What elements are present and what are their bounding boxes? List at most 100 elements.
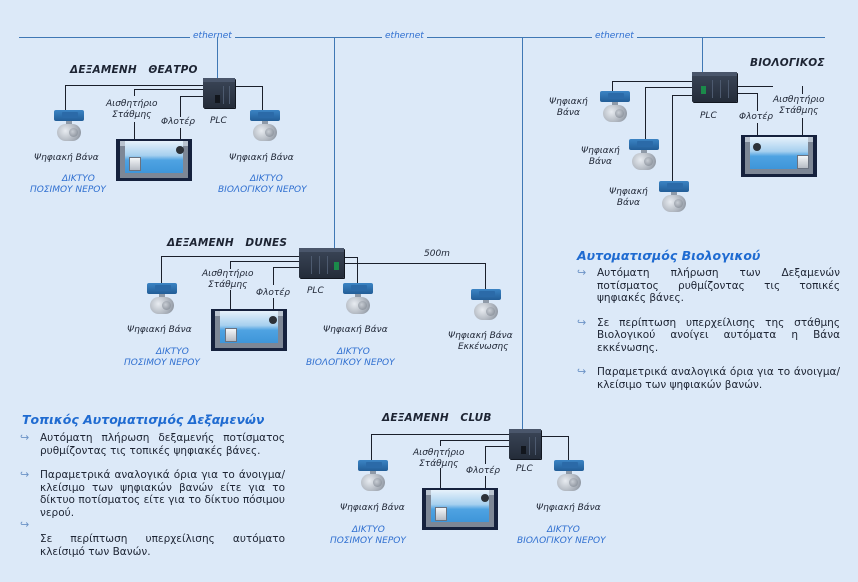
network-label: ΔΙΚΤΥΟ xyxy=(62,174,95,184)
network-label: ΔΙΚΤΥΟ xyxy=(352,525,385,535)
wire xyxy=(273,267,274,285)
bullet-item: ↪ Παραμετρικά αναλογικά όρια για το άνοιγ… xyxy=(575,365,840,391)
wire xyxy=(273,267,299,268)
plc-icon xyxy=(692,72,737,102)
level-sensor-icon xyxy=(435,507,447,521)
network-label: ΔΙΚΤΥΟ xyxy=(337,347,370,357)
wire xyxy=(371,434,509,435)
wire xyxy=(180,128,181,148)
wire xyxy=(230,261,299,262)
drain-valve-label: Εκκένωσης xyxy=(458,342,509,352)
ethernet-drop-theatro xyxy=(217,37,218,99)
bullet-list: ↪ Αυτόματη πλήρωση των Δεξαμενών ποτίσματ… xyxy=(575,266,840,403)
curved-arrow-icon: ↪ xyxy=(577,365,587,378)
curved-arrow-icon: ↪ xyxy=(577,266,587,279)
wire xyxy=(65,85,203,86)
wire xyxy=(440,440,509,441)
valve-label: Ψηφιακή Βάνα xyxy=(609,187,648,208)
float-label: Φλοτέρ xyxy=(256,288,290,298)
wire xyxy=(485,263,486,291)
wire xyxy=(568,436,569,462)
wire xyxy=(134,89,203,90)
wire xyxy=(345,263,485,264)
digital-valve-icon xyxy=(554,460,584,492)
wire xyxy=(180,96,181,117)
valve-label: Ψηφιακή Βάνα xyxy=(229,153,294,163)
plc-icon xyxy=(509,429,541,459)
plc-icon xyxy=(299,248,344,278)
network-label: ΔΙΚΤΥΟ xyxy=(156,347,189,357)
bullet-item: ↪ Παραμετρικά αναλογικά όρια για το άνοιγ… xyxy=(18,468,285,519)
wire xyxy=(672,95,692,96)
digital-valve-icon xyxy=(147,283,177,315)
wire xyxy=(757,123,758,145)
bullet-text: Παραμετρικά αναλογικά όρια για το άνοιγμ… xyxy=(40,469,285,519)
panel-title: Αυτοματισμός Βιολογικού xyxy=(577,248,761,263)
float-switch-icon xyxy=(269,316,277,324)
valve-label: Ψηφιακή Βάνα xyxy=(34,153,99,163)
bullet-text: Αυτόματη πλήρωση των Δεξαμενών ποτίσματο… xyxy=(597,267,840,304)
drain-valve-label: Ψηφιακή Βάνα xyxy=(448,331,513,341)
ethernet-drop-biologikos xyxy=(702,37,703,89)
wire xyxy=(230,261,231,269)
level-sensor-label: Αισθητήριο Στάθμης xyxy=(413,448,465,469)
wire xyxy=(645,87,692,88)
wire xyxy=(440,440,441,446)
float-switch-icon xyxy=(753,143,761,151)
valve-label: Ψηφιακή Βάνα xyxy=(340,503,405,513)
wire xyxy=(736,86,773,87)
network-label: ΔΙΚΤΥΟ xyxy=(250,174,283,184)
valve-label: Ψηφιακή Βάνα xyxy=(549,97,588,118)
digital-valve-icon xyxy=(600,91,630,123)
bullet-text: Παραμετρικά αναλογικά όρια για το άνοιγμ… xyxy=(597,366,840,391)
level-sensor-label: Αισθητήριο Στάθμης xyxy=(202,269,254,290)
network-label: ΠΟΣΙΜΟΥ ΝΕΡΟΥ xyxy=(30,185,106,195)
station-title: ΔΕΞΑΜΕΝΗ DUNES xyxy=(167,237,288,249)
drain-valve-icon xyxy=(471,289,501,321)
wire xyxy=(161,256,299,257)
level-sensor-label: Αισθητήριο Στάθμης xyxy=(773,95,825,116)
level-sensor-icon xyxy=(129,157,141,171)
network-label: ΒΙΟΛΟΓΙΚΟΥ ΝΕΡΟΥ xyxy=(517,536,606,546)
plc-icon xyxy=(203,78,235,108)
valve-label: Ψηφιακή Βάνα xyxy=(536,503,601,513)
wire xyxy=(161,256,162,286)
digital-valve-icon xyxy=(629,139,659,171)
plc-label: PLC xyxy=(700,111,717,121)
float-label: Φλοτέρ xyxy=(161,117,195,127)
wire xyxy=(757,93,758,111)
wire xyxy=(612,81,613,93)
network-label: ΠΟΣΙΜΟΥ ΝΕΡΟΥ xyxy=(124,358,200,368)
valve-label: Ψηφιακή Βάνα xyxy=(581,146,620,167)
bullet-text: Σε περίπτωση υπερχείλισης αυτόματο κλείσ… xyxy=(40,533,285,558)
float-label: Φλοτέρ xyxy=(466,466,500,476)
plc-label: PLC xyxy=(516,464,533,474)
wire xyxy=(802,86,803,94)
wire xyxy=(672,95,673,183)
level-sensor-label: Αισθητήριο Στάθμης xyxy=(106,99,158,120)
bullet-item: ↪Σε περίπτωση υπερχείλισης αυτόματο κλεί… xyxy=(18,518,285,558)
station-title: ΔΕΞΑΜΕΝΗ CLUB xyxy=(382,412,492,424)
network-label: ΒΙΟΛΟΓΙΚΟΥ ΝΕΡΟΥ xyxy=(218,185,307,195)
ethernet-drop-club xyxy=(522,37,523,457)
wire xyxy=(485,476,486,498)
float-label: Φλοτέρ xyxy=(739,112,773,122)
level-sensor-icon xyxy=(225,328,237,342)
float-switch-icon xyxy=(176,146,184,154)
ethernet-drop-dunes xyxy=(334,37,335,265)
digital-valve-icon xyxy=(250,110,280,142)
digital-valve-icon xyxy=(659,181,689,213)
station-title: ΔΕΞΑΜΕΝΗ ΘΕΑΤΡΟ xyxy=(70,64,198,76)
wire xyxy=(345,257,358,258)
curved-arrow-icon: ↪ xyxy=(577,315,587,329)
bullet-item: ↪Σε περίπτωση υπερχείλισης της στάθμης Β… xyxy=(575,315,840,355)
curved-arrow-icon: ↪ xyxy=(20,468,30,481)
valve-label: Ψηφιακή Βάνα xyxy=(127,325,192,335)
wire xyxy=(736,93,758,94)
bullet-item: ↪ Αυτόματη πλήρωση των Δεξαμενών ποτίσματ… xyxy=(575,266,840,305)
curved-arrow-icon: ↪ xyxy=(20,431,30,444)
bullet-text: Αυτόματη πλήρωση δεξαμενής ποτίσματος ρυ… xyxy=(40,432,285,457)
ethernet-label-right: ethernet xyxy=(592,31,637,41)
panel-title: Τοπικός Αυτοματισμός Δεξαμενών xyxy=(22,412,265,427)
wire xyxy=(371,434,372,462)
